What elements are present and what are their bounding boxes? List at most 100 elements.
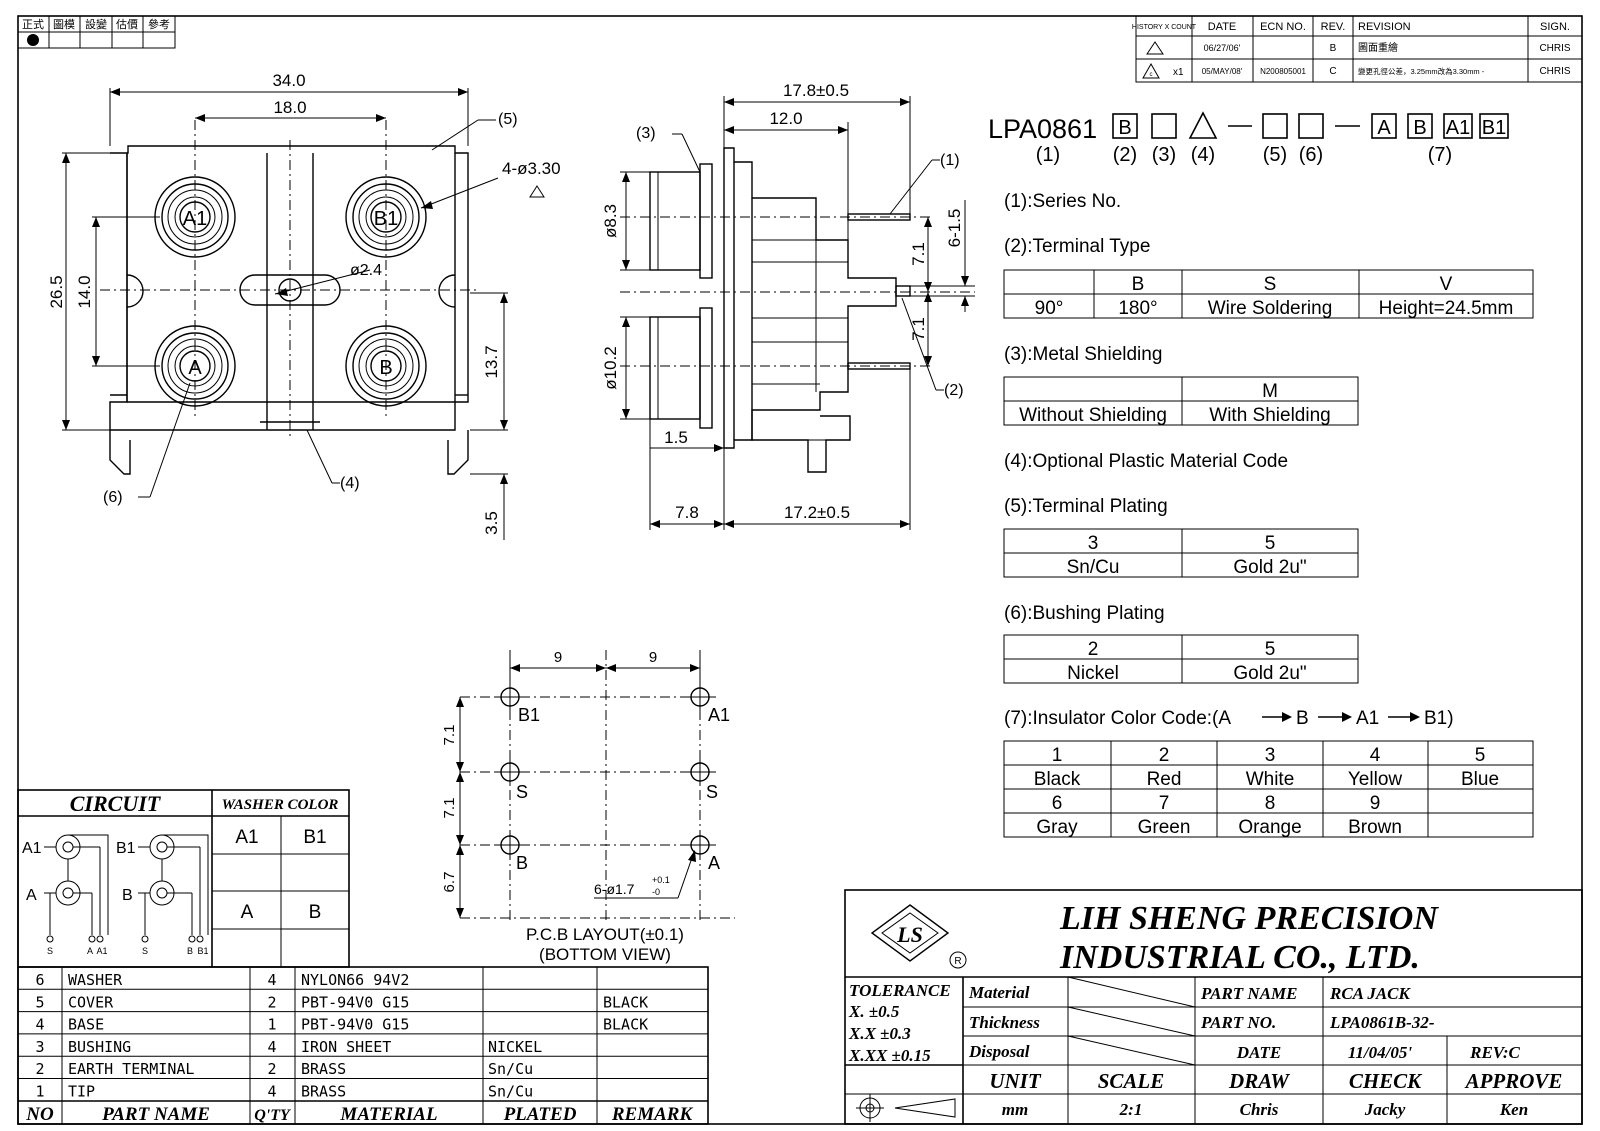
bom-cell: BLACK	[603, 993, 648, 1011]
bom-cell: PBT-94V0 G15	[301, 993, 409, 1011]
terminal-plating-desc-gold: Gold 2u"	[1233, 557, 1306, 578]
history-row1-sign: CHRIS	[1539, 43, 1570, 54]
history-row2-ecn: N200805001	[1260, 67, 1306, 76]
corner-stamp: 正式 圖模 設變 估價 參考	[17, 15, 176, 49]
circuit-pin-b: B	[187, 946, 193, 956]
history-row2-sign: CHRIS	[1539, 66, 1570, 77]
stamp-label-5: 參考	[148, 17, 170, 31]
bom-cell: 2	[267, 1060, 276, 1078]
dim-side-top-total: 17.8±0.5	[783, 81, 849, 100]
terminal-desc-height: Height=24.5mm	[1379, 298, 1514, 319]
projection-symbol-icon	[856, 1094, 956, 1122]
front-pin-right	[447, 430, 469, 475]
insulator-cell: 9	[1370, 793, 1381, 814]
insulator-seq-a1: A1	[1356, 708, 1379, 729]
pcb-hole-label-b: B	[516, 853, 528, 873]
unit-value: mm	[1002, 1100, 1028, 1119]
scale-header: SCALE	[1098, 1069, 1165, 1093]
terminal-code-v: V	[1440, 274, 1453, 295]
circuit-label-a: A	[26, 887, 37, 904]
metal-shielding-table: M Without Shielding With Shielding	[1003, 376, 1359, 426]
circuit-pin-a: A	[87, 946, 93, 956]
series-title: (1):Series No.	[1004, 191, 1121, 212]
dim-pitch-a: 7.1	[909, 242, 928, 266]
dim-height-total: 26.5	[47, 275, 66, 308]
circuit-pin-s-right: S	[142, 946, 148, 956]
terminal-plating-code-5: 5	[1265, 533, 1276, 554]
pcb-dim-v1: 7.1	[441, 725, 458, 746]
history-row2-revision: 變更孔徑公差，3.25mm改為3.30mm -	[1358, 66, 1485, 76]
part-no-value: LPA0861B-32-	[1329, 1013, 1435, 1032]
dim-side-bottom-right: 17.2±0.5	[784, 503, 850, 522]
washer-b1: B1	[303, 827, 326, 848]
dim-center-hole: ø2.4	[350, 262, 382, 279]
part-code-box-a1: A1	[1446, 117, 1470, 139]
part-code-box-terminal-plating	[1262, 113, 1288, 139]
terminal-desc-180: 180°	[1118, 298, 1157, 319]
approve-value: Ken	[1499, 1100, 1528, 1119]
part-code-box-b1: B1	[1482, 117, 1506, 139]
history-header-ecn: ECN NO.	[1260, 21, 1306, 33]
jack-b1: B1	[345, 176, 427, 258]
stamp-label-4: 估價	[116, 17, 138, 31]
material-label: Material	[968, 983, 1030, 1002]
insulator-title: (7):Insulator Color Code:(A B A1 B1)	[1004, 708, 1454, 729]
bom-cell: BLACK	[603, 1016, 648, 1034]
pcb-dim-left: 9	[554, 649, 562, 666]
circuit-label-b1: B1	[116, 840, 136, 857]
dim-height-inner: 14.0	[75, 275, 94, 308]
insulator-cell: White	[1246, 769, 1295, 790]
insulator-cell: 6	[1052, 793, 1063, 814]
part-code-triangle-icon	[1188, 111, 1218, 139]
spec-section: (1):Series No. (2):Terminal Type B S V 9…	[1003, 191, 1534, 838]
insulator-cell: Brown	[1348, 817, 1402, 838]
scale-value: 2:1	[1119, 1100, 1143, 1119]
bom-cell: NYLON66 94V2	[301, 971, 409, 989]
title-block: LS R LIH SHENG PRECISION INDUSTRIAL CO.,…	[844, 889, 1583, 1125]
company-name-line2: INDUSTRIAL CO., LTD.	[1059, 939, 1420, 976]
company-logo: LS R	[870, 904, 967, 969]
pcb-hole-label-a1: A1	[708, 705, 730, 725]
jack-a1-label: A1	[183, 208, 207, 230]
bom-cell: 2	[35, 1060, 44, 1078]
insulator-cell: Green	[1138, 817, 1191, 838]
part-code-box-b: B	[1413, 117, 1426, 139]
callout-3: (3)	[636, 125, 656, 142]
history-header-count: HISTORY X COUNT	[1132, 24, 1197, 31]
stamp-mark-icon	[27, 34, 39, 46]
terminal-desc-90: 90°	[1035, 298, 1064, 319]
bushing-plating-code-2: 2	[1088, 639, 1099, 660]
bom-cell: NICKEL	[488, 1038, 542, 1056]
dim-pin-len: 6-1.5	[945, 209, 964, 248]
check-header: CHECK	[1349, 1069, 1423, 1093]
bom-cell: 1	[35, 1083, 44, 1101]
pcb-title: P.C.B LAYOUT(±0.1)	[526, 925, 684, 944]
insulator-cell: 7	[1159, 793, 1170, 814]
side-body	[723, 147, 897, 449]
part-code-index-6: (6)	[1299, 144, 1323, 166]
washer-color-title: WASHER COLOR	[222, 797, 339, 813]
company-name-line1: LIH SHENG PRECISION	[1059, 900, 1439, 937]
shield-desc-with: With Shielding	[1209, 405, 1330, 426]
thickness-label: Thickness	[969, 1013, 1040, 1032]
part-code-index-5: (5)	[1263, 144, 1287, 166]
bom-cell: COVER	[68, 993, 114, 1011]
logo-text: LS	[896, 922, 923, 947]
tolerance-x: X. ±0.5	[848, 1002, 900, 1021]
bom-cell: WASHER	[68, 971, 123, 989]
insulator-cell: 4	[1370, 745, 1381, 766]
shield-desc-without: Without Shielding	[1019, 405, 1167, 426]
insulator-title-text: (7):Insulator Color Code:(A	[1004, 708, 1231, 729]
part-name-label: PART NAME	[1200, 984, 1298, 1003]
part-code-prefix: LPA0861	[988, 114, 1097, 144]
metal-shielding-title: (3):Metal Shielding	[1004, 344, 1162, 365]
circuit-pin-a1: A1	[96, 946, 107, 956]
history-header-date: DATE	[1208, 21, 1237, 33]
insulator-seq-b: B	[1296, 708, 1309, 729]
bom-cell: EARTH TERMINAL	[68, 1060, 194, 1078]
bom-header-qty: Q'TY	[254, 1107, 291, 1124]
insulator-cell: Gray	[1036, 817, 1078, 838]
